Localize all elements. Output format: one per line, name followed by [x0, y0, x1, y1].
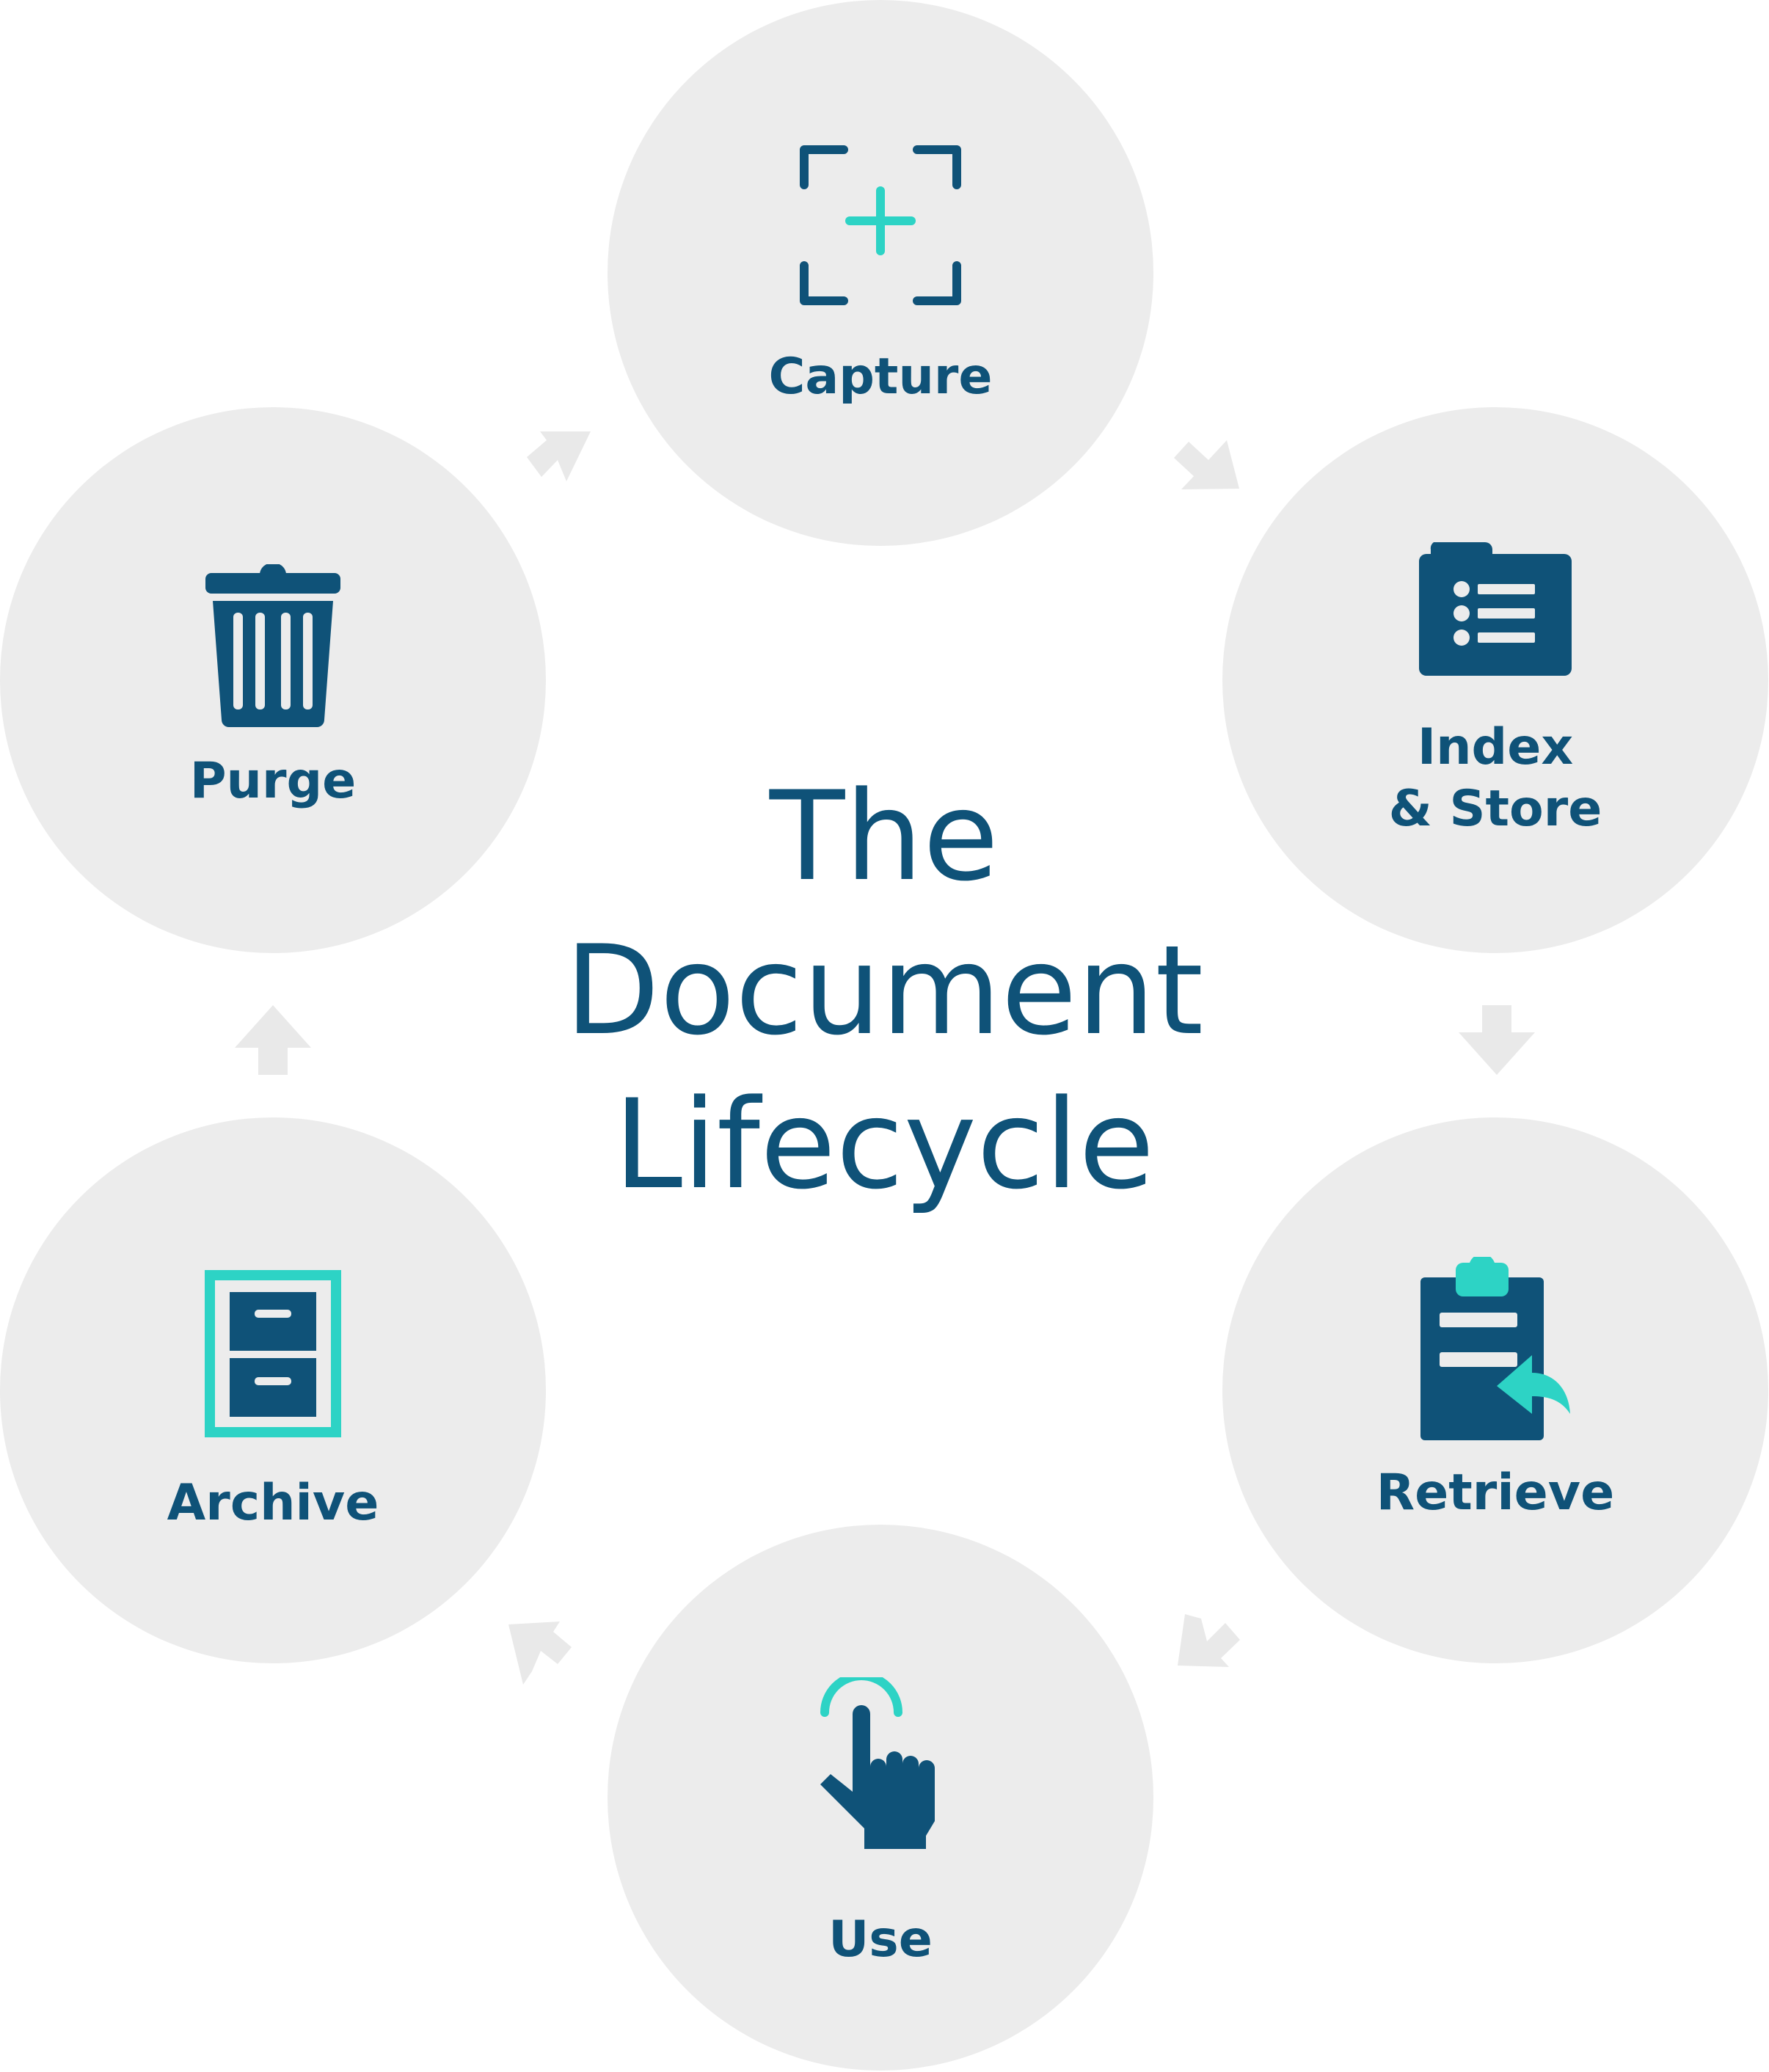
hand-pointer-tap-icon: [820, 1677, 935, 1849]
diagram-title: The Document Lifecycle: [470, 759, 1299, 1222]
title-line-2: Document: [564, 919, 1204, 1062]
stage-use: Use: [608, 1525, 1153, 2071]
arrow-archive-to-purge-icon: [235, 1005, 311, 1075]
capture-frame-plus-icon: [800, 145, 961, 305]
stage-capture: Capture: [608, 0, 1153, 546]
use-label: Use: [828, 1911, 933, 1969]
arrow-use-to-archive-icon: [508, 1622, 572, 1685]
index-store-label: Index & Store: [1388, 718, 1602, 838]
clipboard-return-icon: [1420, 1257, 1570, 1440]
stage-archive: Archive: [0, 1117, 546, 1663]
trash-can-icon: [205, 564, 340, 727]
capture-label: Capture: [768, 348, 993, 406]
arrow-retrieve-to-use-icon: [1178, 1614, 1240, 1667]
purge-label: Purge: [189, 752, 357, 810]
arrow-capture-to-index-store-icon: [1174, 440, 1239, 489]
retrieve-label: Retrieve: [1376, 1464, 1615, 1522]
stage-purge: Purge: [0, 407, 546, 953]
title-line-1: The: [769, 765, 999, 908]
archive-label: Archive: [167, 1474, 379, 1532]
stage-retrieve: Retrieve: [1222, 1117, 1768, 1663]
arrow-index-store-to-retrieve-icon: [1459, 1005, 1535, 1075]
stage-index-store: Index & Store: [1222, 407, 1768, 953]
arrow-purge-to-capture-icon: [527, 431, 591, 481]
title-line-3: Lifecycle: [613, 1073, 1155, 1216]
folder-list-icon: [1419, 542, 1572, 676]
filing-cabinet-icon: [205, 1270, 341, 1437]
